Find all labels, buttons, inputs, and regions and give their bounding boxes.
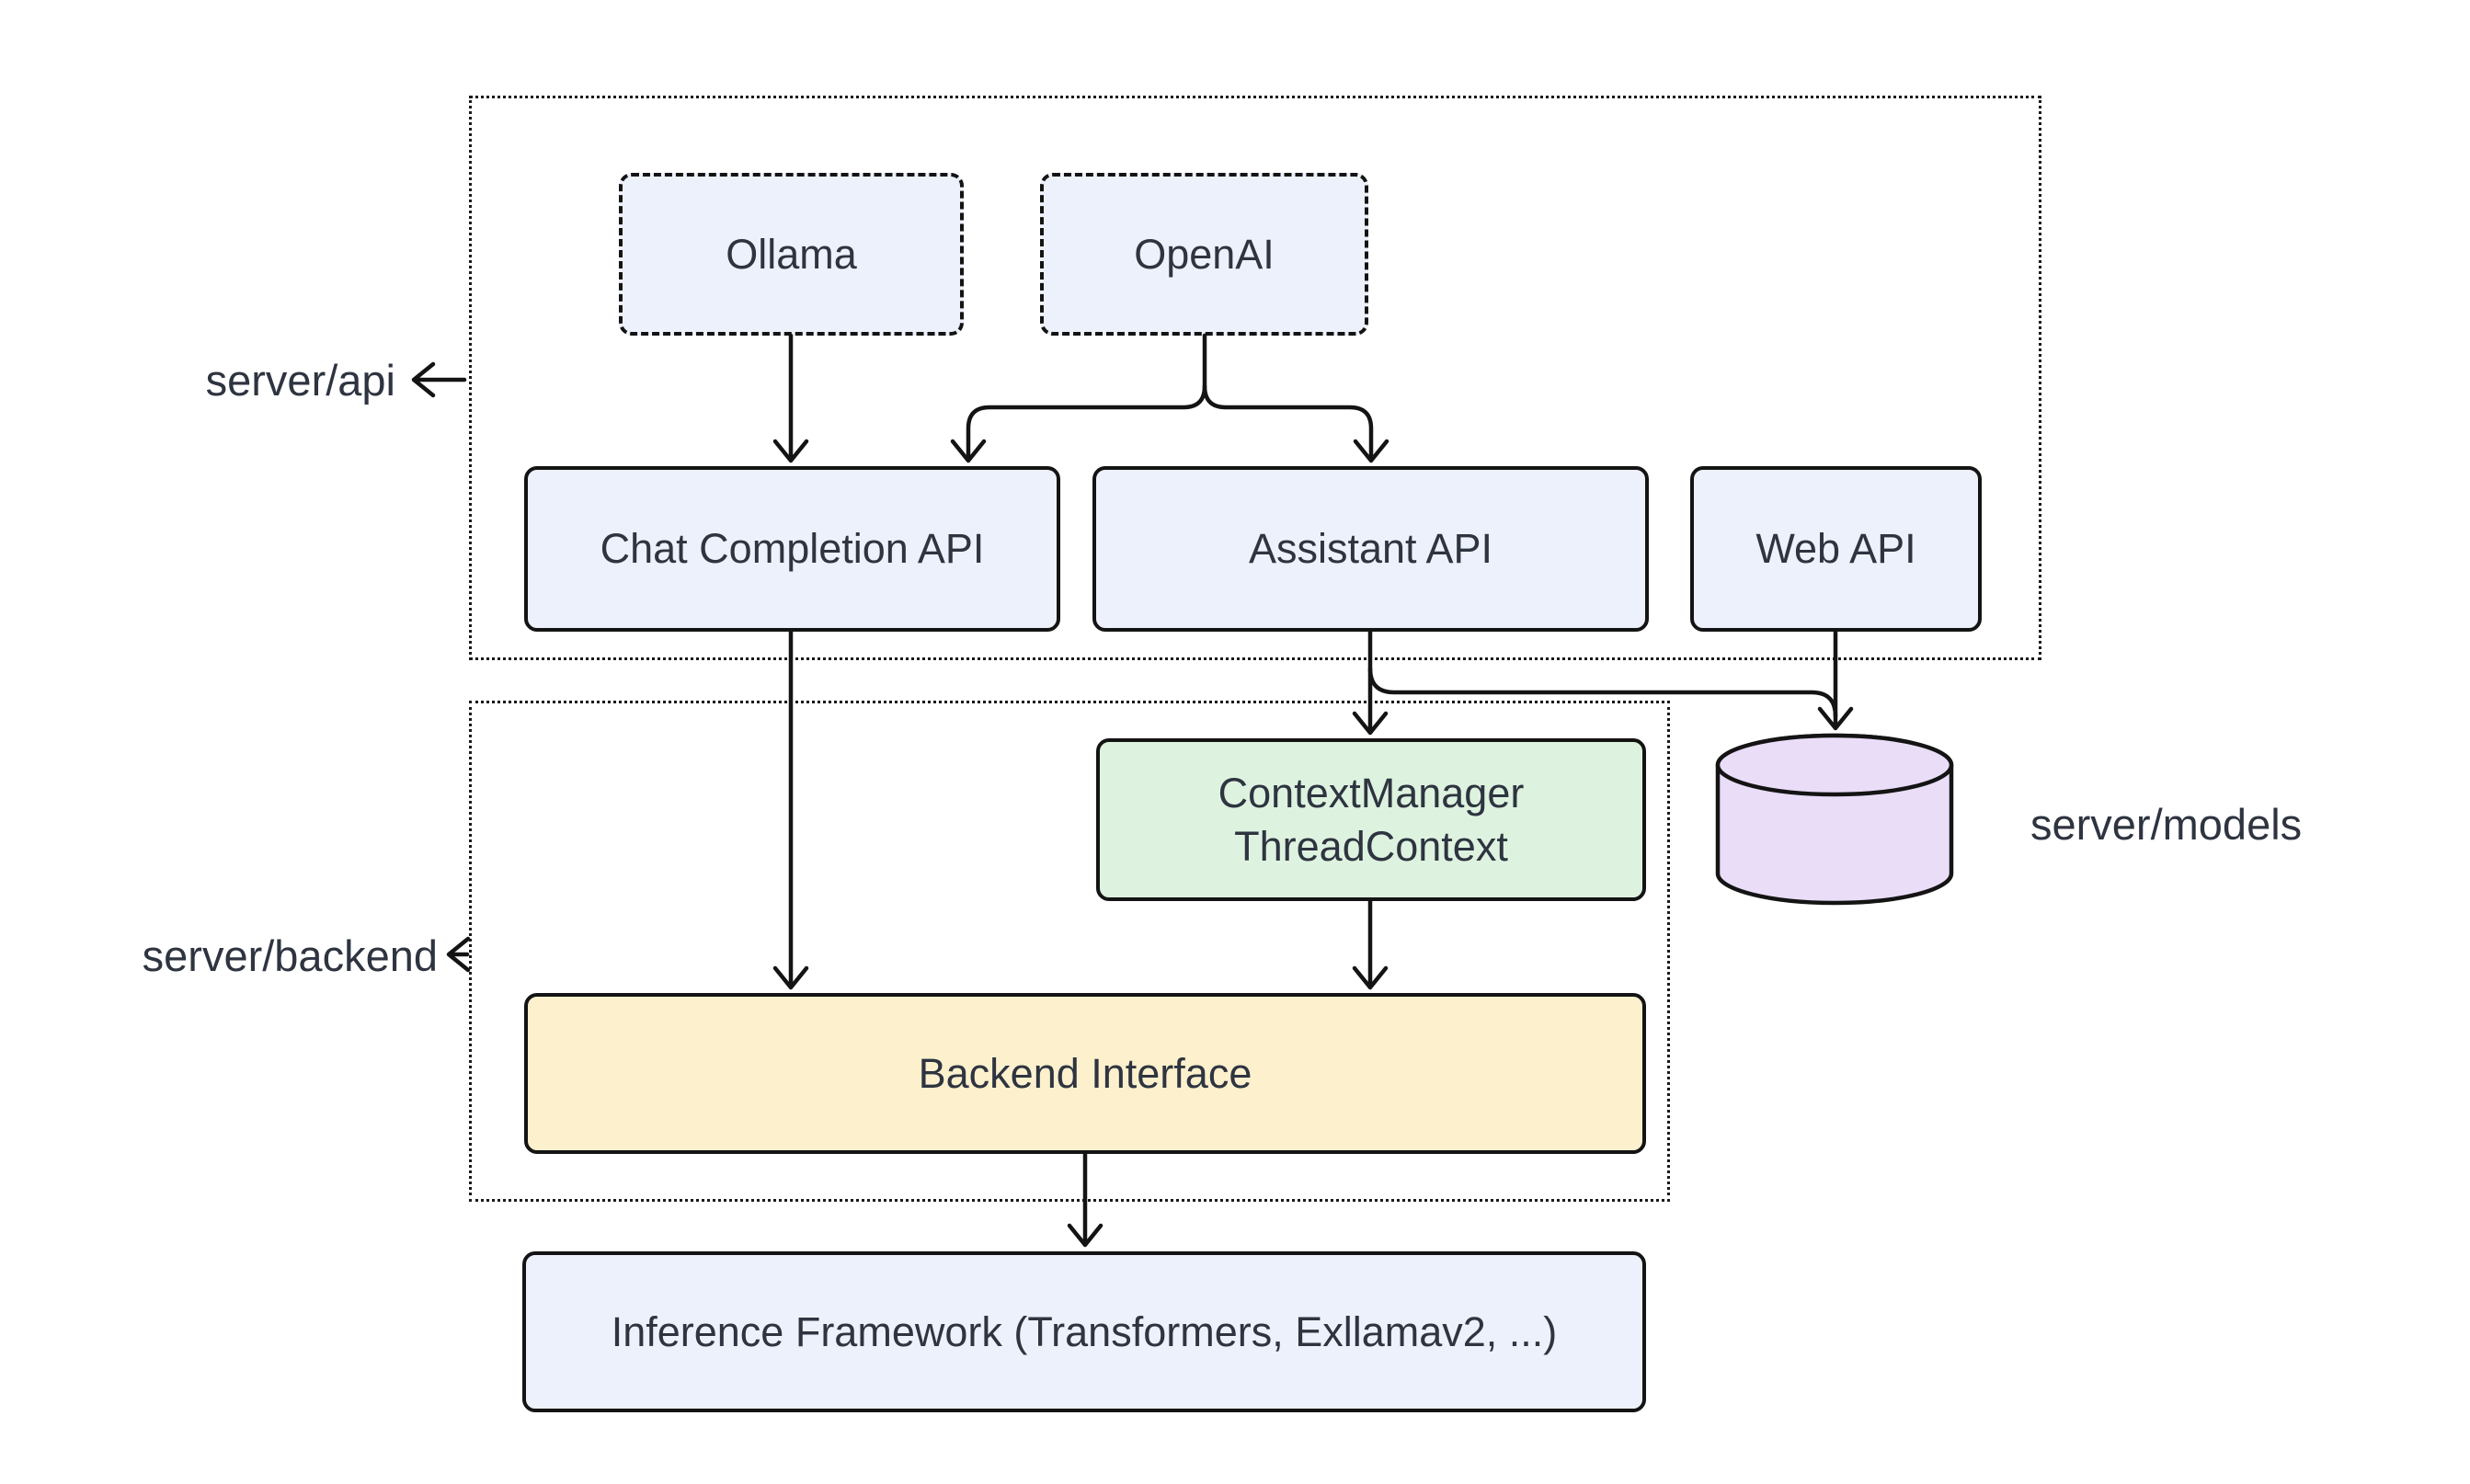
node-context-manager-line2: ThreadContext xyxy=(1234,822,1508,870)
node-context-manager: ContextManager ThreadContext xyxy=(1096,738,1646,901)
node-ollama-label: Ollama xyxy=(726,230,857,278)
node-chat-completion-api: Chat Completion API xyxy=(524,466,1060,632)
node-ollama: Ollama xyxy=(619,173,964,336)
node-assistant-api: Assistant API xyxy=(1092,466,1649,632)
server-api-container xyxy=(469,96,2041,660)
server-backend-container xyxy=(469,701,1670,1202)
node-backend-interface-label: Backend Interface xyxy=(918,1049,1252,1097)
node-sqlite-label: sqlite xyxy=(1786,818,1883,865)
label-server-api: server/api xyxy=(205,356,395,405)
node-context-manager-line1: ContextManager xyxy=(1218,769,1525,816)
node-inference-framework-label: Inference Framework (Transformers, Exlla… xyxy=(611,1307,1558,1355)
label-server-backend: server/backend xyxy=(142,931,438,980)
label-server-models: server/models xyxy=(2030,800,2303,849)
node-openai: OpenAI xyxy=(1040,173,1368,336)
node-openai-label: OpenAI xyxy=(1134,230,1275,278)
node-web-api: Web API xyxy=(1690,466,1982,632)
sqlite-cylinder-top xyxy=(1715,733,1954,797)
node-chat-completion-api-label: Chat Completion API xyxy=(600,525,985,573)
node-backend-interface: Backend Interface xyxy=(524,993,1646,1154)
node-web-api-label: Web API xyxy=(1755,525,1916,573)
node-assistant-api-label: Assistant API xyxy=(1248,525,1493,573)
node-inference-framework: Inference Framework (Transformers, Exlla… xyxy=(522,1251,1646,1412)
